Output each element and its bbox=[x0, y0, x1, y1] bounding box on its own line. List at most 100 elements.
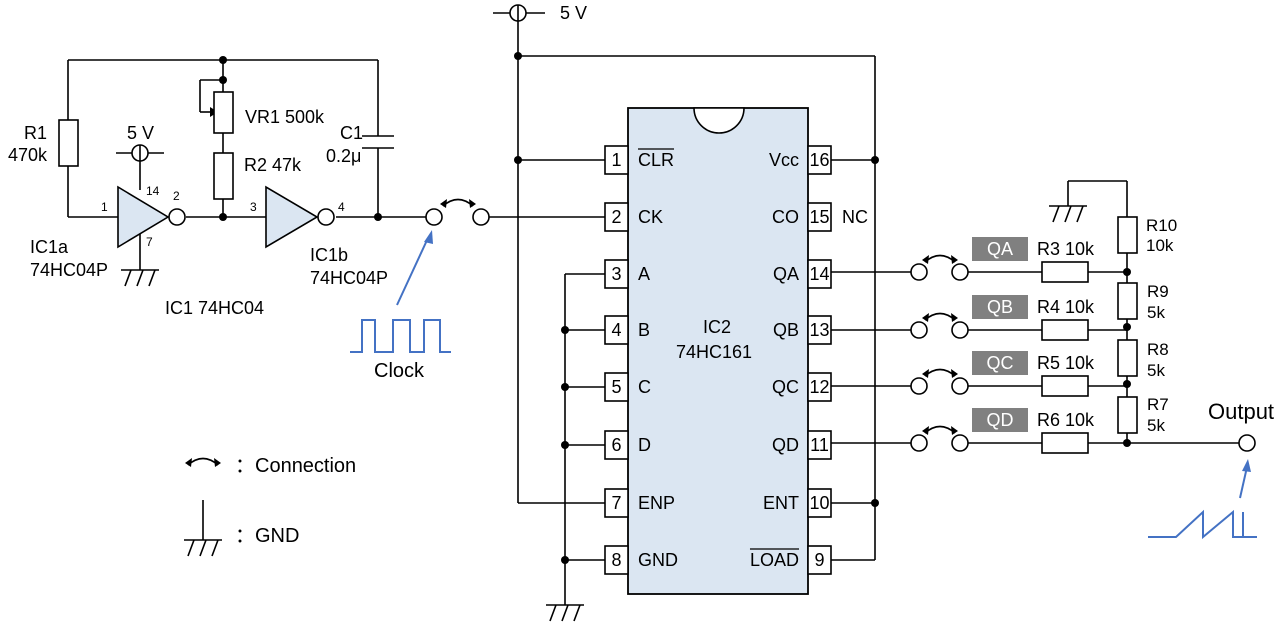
ic1b-part: 74HC04P bbox=[310, 268, 388, 288]
ic2-pin-label: QD bbox=[772, 435, 799, 455]
sawtooth-waveform-icon bbox=[1148, 509, 1257, 540]
r9-resistor bbox=[1117, 282, 1138, 320]
clock-connection-icon bbox=[440, 198, 476, 208]
ic2-pin-box bbox=[807, 145, 832, 175]
legend-connection-icon bbox=[185, 457, 221, 467]
ic2-pin-number: 9 bbox=[814, 550, 824, 570]
connection-icon bbox=[922, 312, 958, 322]
ic2-pin-box bbox=[604, 202, 629, 232]
ic2-pin-box bbox=[604, 488, 629, 518]
r9-value: 5k bbox=[1147, 303, 1165, 322]
ic1-supply-terminal: 5 V bbox=[116, 123, 164, 162]
ic2-pin-number: 4 bbox=[611, 320, 621, 340]
ic2-pin-label: ENT bbox=[763, 493, 799, 513]
jumper-pin bbox=[910, 321, 928, 339]
ic2-pin-number: 13 bbox=[809, 320, 829, 340]
output-row: QD R6 10k bbox=[831, 408, 1127, 454]
ic2-ground-icon bbox=[546, 604, 584, 622]
output-tag bbox=[972, 351, 1028, 375]
output-tag-label: QB bbox=[987, 297, 1013, 317]
ic2-body bbox=[627, 107, 809, 595]
ic2-pin-number: 16 bbox=[809, 150, 829, 170]
ic1a-name: IC1a bbox=[30, 237, 69, 257]
r2-resistor bbox=[213, 152, 234, 200]
ic2-pin-number: 10 bbox=[809, 493, 829, 513]
connection-icon bbox=[922, 425, 958, 435]
clock-jumper bbox=[425, 208, 605, 226]
ic2-pin-label: QC bbox=[772, 377, 799, 397]
c1-name: C1 bbox=[340, 123, 363, 143]
ic2-pin-label: D bbox=[638, 435, 651, 455]
ic2-pin-label: QB bbox=[773, 320, 799, 340]
ic2-pin-label: GND bbox=[638, 550, 678, 570]
ic1a-part: 74HC04P bbox=[30, 260, 108, 280]
clock-label: Clock bbox=[374, 360, 425, 382]
jumper-pin bbox=[910, 377, 928, 395]
top-supply-terminal: 5 V bbox=[493, 3, 587, 23]
legend-connection-label: ：Connection bbox=[235, 455, 356, 477]
ic2-pin-label: Vcc bbox=[769, 150, 799, 170]
ic2-pin-label: B bbox=[638, 320, 650, 340]
ic2-pin-number: 8 bbox=[611, 550, 621, 570]
ic2-pin-label: CLR bbox=[638, 150, 674, 170]
output-tag-label: QA bbox=[987, 239, 1013, 259]
jumper-pin bbox=[951, 263, 969, 281]
supply-wires bbox=[514, 21, 879, 561]
ic1-ground-icon bbox=[121, 262, 159, 287]
ic1a-pin-gnd: 7 bbox=[146, 235, 153, 249]
ic2-pin-box bbox=[807, 545, 832, 575]
r8-value: 5k bbox=[1147, 361, 1165, 380]
ic1-title: IC1 74HC04 bbox=[165, 298, 264, 318]
oscillator-wires bbox=[67, 56, 426, 262]
output-tag bbox=[972, 408, 1028, 432]
vr1-label: VR1 500k bbox=[245, 107, 325, 127]
output-tag-label: QD bbox=[987, 410, 1014, 430]
jumper-pin bbox=[951, 434, 969, 452]
jumper-pin bbox=[910, 434, 928, 452]
ic1b-pin-in: 3 bbox=[250, 200, 257, 214]
ic2-pin-number: 14 bbox=[809, 264, 829, 284]
series-resistor bbox=[1041, 319, 1089, 341]
ic1-supply-label: 5 V bbox=[127, 123, 154, 143]
series-resistor bbox=[1041, 375, 1089, 397]
ic2-name: IC2 bbox=[703, 317, 731, 337]
ground-bus-wires bbox=[561, 273, 605, 605]
ic2-pin-number: 7 bbox=[611, 493, 621, 513]
r7-resistor bbox=[1117, 396, 1138, 434]
ic2-pin-label: CK bbox=[638, 207, 663, 227]
ic2-part: 74HC161 bbox=[676, 342, 752, 362]
r1-name: R1 bbox=[24, 123, 47, 143]
inverter-ic1a bbox=[117, 185, 186, 249]
output-tag bbox=[972, 295, 1028, 319]
jumper-pin bbox=[951, 377, 969, 395]
series-resistor-label: R6 10k bbox=[1037, 410, 1095, 430]
series-resistor-label: R5 10k bbox=[1037, 353, 1095, 373]
ic2-pin-number: 2 bbox=[611, 207, 621, 227]
r9-name: R9 bbox=[1147, 282, 1169, 301]
ic2-pin-number: 15 bbox=[809, 207, 829, 227]
nc-label: NC bbox=[842, 207, 868, 227]
ic2-pin-box bbox=[807, 488, 832, 518]
ic2-pin-number: 1 bbox=[611, 150, 621, 170]
r2-label: R2 47k bbox=[244, 155, 302, 175]
ic2-pin-label: QA bbox=[773, 264, 799, 284]
r1-value: 470k bbox=[8, 145, 48, 165]
ic2-pin-number: 5 bbox=[611, 377, 621, 397]
clock-waveform-icon bbox=[350, 319, 451, 353]
ic2-pin-number: 11 bbox=[810, 435, 829, 455]
ladder-ground-icon bbox=[1049, 205, 1087, 223]
top-supply-label: 5 V bbox=[560, 3, 587, 23]
r8-name: R8 bbox=[1147, 340, 1169, 359]
ladder-wires bbox=[1067, 180, 1239, 447]
r7-value: 5k bbox=[1147, 416, 1165, 435]
ic2-pin-box bbox=[807, 372, 832, 402]
ic2-pin-number: 12 bbox=[809, 377, 829, 397]
ic2-pin-label: A bbox=[638, 264, 650, 284]
legend-gnd-icon bbox=[184, 500, 222, 557]
